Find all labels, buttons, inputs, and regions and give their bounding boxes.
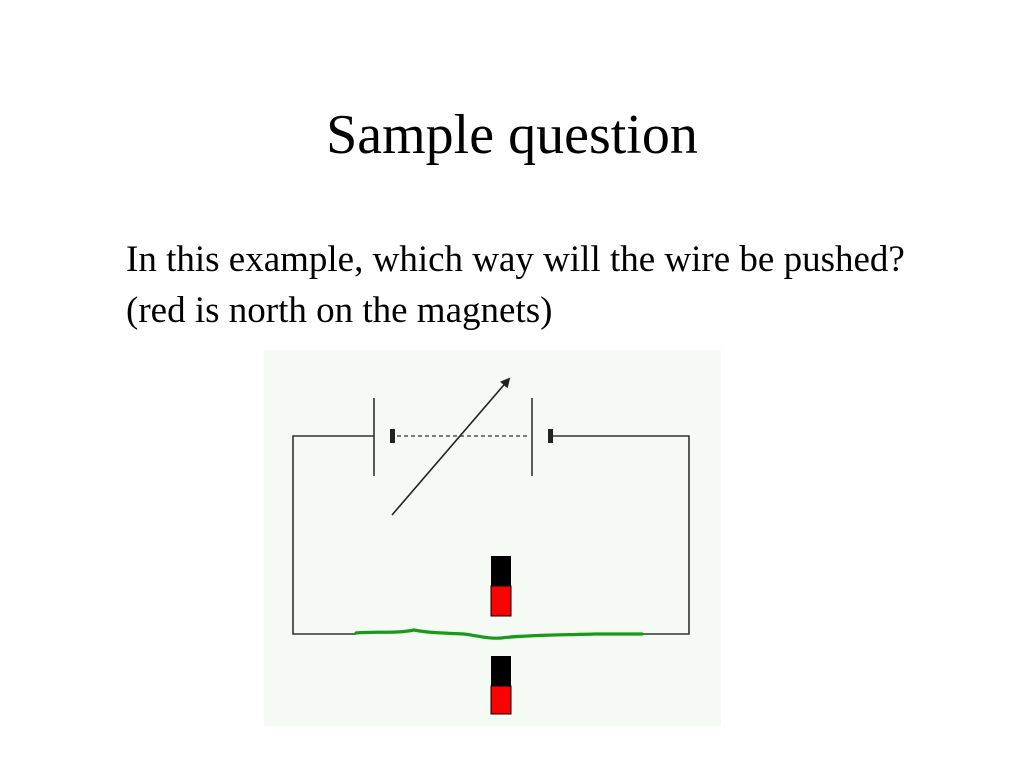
wire-segment: [354, 628, 644, 640]
question-text: In this example, which way will the wire…: [126, 239, 905, 331]
cell-short-plate-right: [548, 429, 553, 443]
magnet-bottom-south: [491, 656, 511, 686]
slide-title: Sample question: [326, 104, 698, 166]
magnet-top-south: [491, 556, 511, 586]
circuit-wire: [292, 435, 374, 635]
circuit-wire-right: [550, 435, 690, 635]
magnet-top-north: [490, 585, 512, 617]
cell-short-plate-left: [390, 429, 395, 443]
circuit-diagram: [264, 350, 721, 726]
magnet-bottom-north: [490, 685, 512, 715]
variable-arrow: [391, 377, 511, 516]
